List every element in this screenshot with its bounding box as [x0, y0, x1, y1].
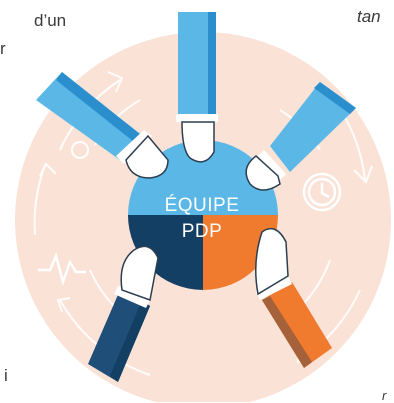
arm-lower-right: [255, 227, 332, 368]
dot-icon: [71, 141, 89, 159]
text-fragment-top-right: tan: [357, 7, 381, 26]
heartbeat-icon: [38, 252, 86, 287]
text-fragment-bottom-right: r: [382, 388, 387, 403]
clock-icon: [302, 172, 342, 212]
arm-top: [176, 12, 218, 163]
team-label-line1: ÉQUIPE: [164, 195, 240, 216]
team-label-line2: PDP: [181, 221, 223, 242]
arm-upper-right: [245, 82, 356, 191]
text-fragment-upper-left: r: [0, 39, 6, 58]
arm-upper-left: [36, 72, 169, 179]
text-fragment-top-left: d’un: [34, 11, 67, 30]
text-fragment-lower-left: i: [4, 366, 8, 385]
arm-lower-left: [88, 245, 159, 382]
